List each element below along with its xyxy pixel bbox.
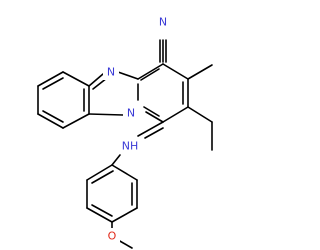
bond-c1-c4 bbox=[162, 63, 189, 80]
bond-o-methyl bbox=[117, 239, 133, 249]
benzo-bond-1 bbox=[62, 71, 90, 87]
nitrile-group bbox=[159, 39, 167, 63]
aryl-bond-1-double bbox=[91, 170, 114, 184]
imidazole-n-label: N bbox=[107, 66, 115, 79]
atom-labels: N N N NH O bbox=[103, 14, 171, 244]
bond-c1-c2-double bbox=[140, 68, 160, 81]
bond-c-bridge-n bbox=[88, 113, 124, 116]
ethyl-bond-1 bbox=[187, 106, 213, 123]
benzo-bond-4-double bbox=[42, 110, 64, 123]
amine-nh-label: NH bbox=[122, 140, 139, 153]
benzo-bond-4 bbox=[37, 113, 64, 129]
benzo-bond-2 bbox=[37, 71, 64, 87]
bond-c6-nh bbox=[137, 121, 164, 137]
bond-c2-imidazole-n bbox=[117, 71, 139, 80]
aryl-bond-4 bbox=[111, 207, 138, 223]
bridge-n-label-bg bbox=[123, 105, 139, 121]
amine-nh-label-bg bbox=[116, 138, 144, 154]
aryl-bond-1 bbox=[86, 164, 113, 181]
bond-c6-nh-double bbox=[144, 127, 164, 139]
bridge-n-label: N bbox=[127, 107, 135, 120]
alkyl-substituents bbox=[187, 64, 213, 151]
pyrido-ring bbox=[137, 63, 189, 123]
bond-c6-c6-double bbox=[143, 106, 160, 117]
bond-c1-c2 bbox=[137, 63, 164, 80]
ether-o-label-bg bbox=[104, 228, 120, 244]
methyl-bond bbox=[187, 64, 213, 80]
nitrile-n-label-bg bbox=[155, 14, 171, 30]
aryl-bond-3 bbox=[86, 207, 113, 223]
benzo-bond-2-double bbox=[42, 77, 64, 90]
amine-link bbox=[111, 121, 164, 166]
imidazole-n-label-bg bbox=[103, 64, 119, 80]
benzo-bond-5 bbox=[62, 113, 90, 129]
bond-c6-bridge-n bbox=[145, 111, 164, 123]
nitrile-n-label: N bbox=[159, 16, 167, 29]
ether-o-label: O bbox=[108, 230, 117, 243]
methoxyphenyl-ring bbox=[86, 164, 138, 223]
molecule-structure: N N N NH O bbox=[37, 14, 213, 249]
bond-nh-aryl bbox=[111, 154, 121, 166]
bond-imidazole-n-c bbox=[88, 73, 104, 87]
benzo-ring bbox=[37, 71, 90, 129]
aryl-bond-6 bbox=[111, 164, 138, 181]
bond-c5-c6 bbox=[162, 106, 189, 123]
aryl-bond-3-double bbox=[91, 204, 113, 217]
